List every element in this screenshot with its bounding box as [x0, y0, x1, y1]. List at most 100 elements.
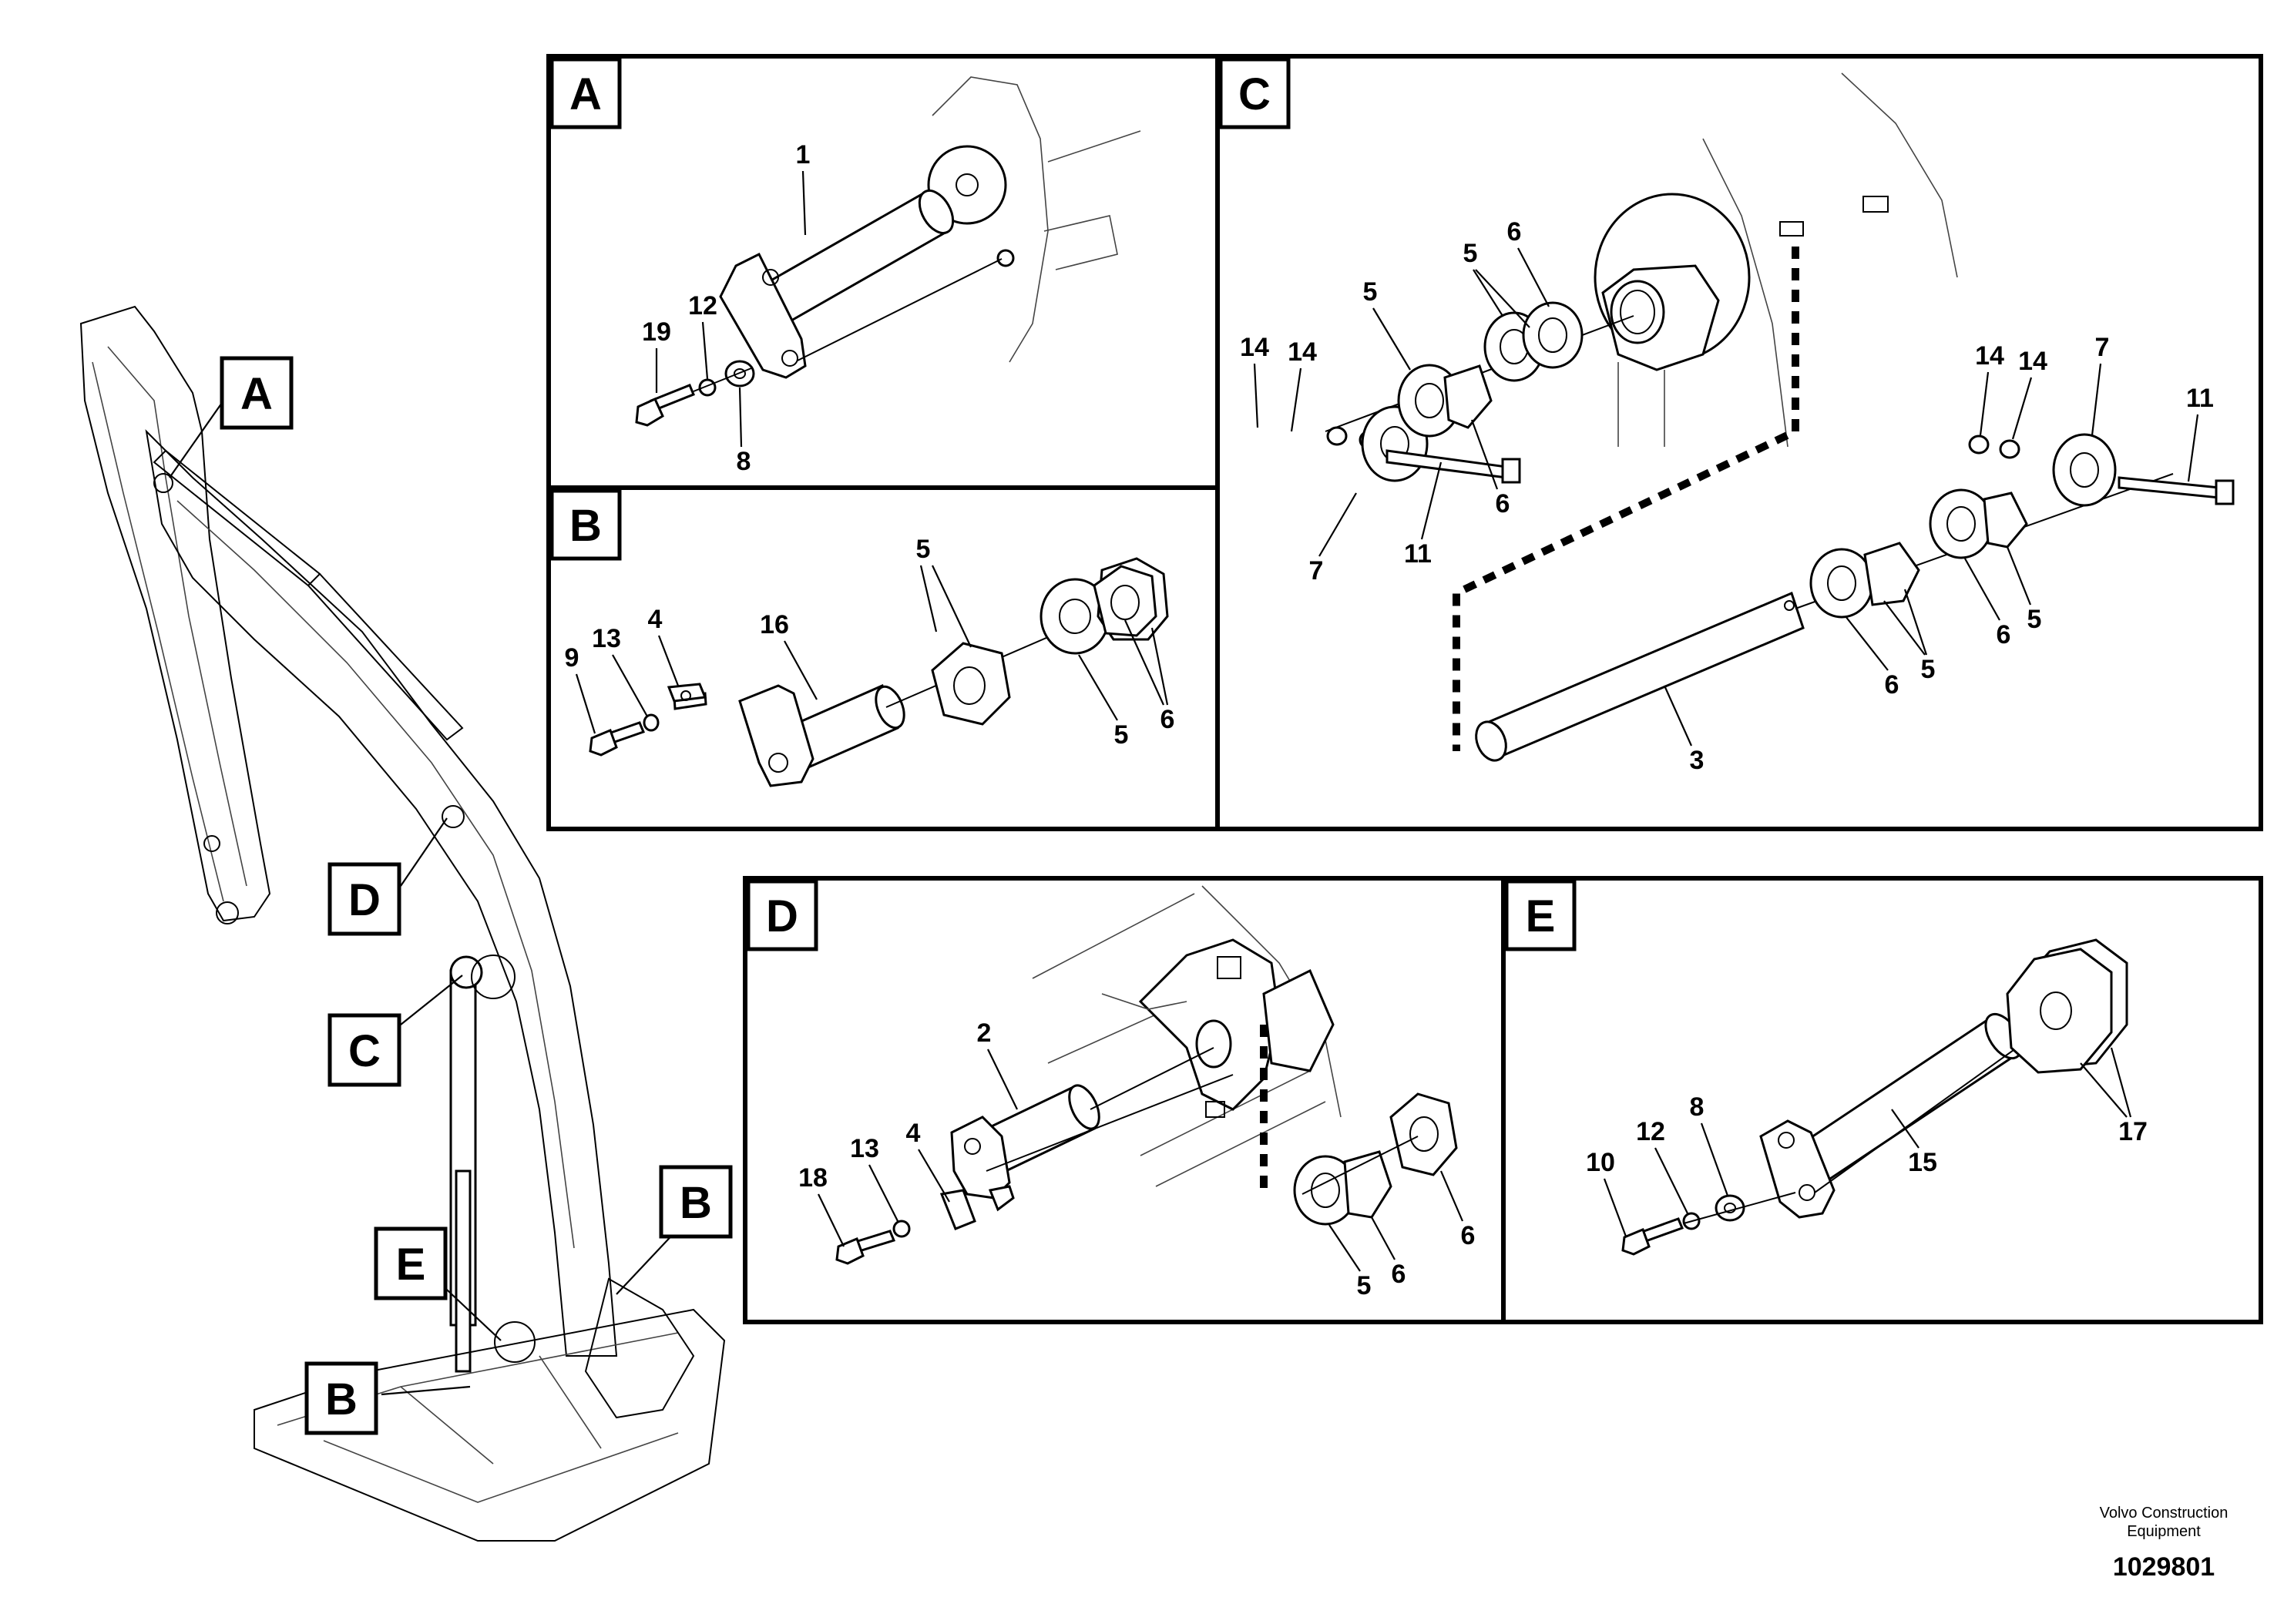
brand-line-2: Equipment	[2127, 1523, 2201, 1540]
C-leader-11b	[2187, 414, 2199, 482]
E-bolt-10-head	[1621, 1228, 1651, 1256]
boom-foot-bracket	[584, 1277, 695, 1419]
B-shim-5	[931, 642, 1011, 726]
overview-tag-B2[interactable]: B	[304, 1361, 378, 1435]
A-axis	[797, 258, 1003, 361]
panel-D-tag[interactable]: D	[746, 879, 818, 951]
panel-E-tag[interactable]: E	[1504, 879, 1577, 951]
panel-D: D 2 13 4	[743, 876, 1506, 1324]
arm-inner-line	[107, 346, 247, 887]
leader-B2	[381, 1385, 471, 1396]
overview-tag-D[interactable]: D	[327, 862, 401, 936]
E-pin-15-plate	[1759, 1119, 1836, 1219]
overview-tag-B2-text: B	[325, 1374, 358, 1424]
D-leader-6b	[1439, 1170, 1464, 1222]
E-axis-2	[1683, 1192, 1796, 1224]
D-pin-tab	[988, 1185, 1015, 1212]
B-label-4: 4	[648, 605, 663, 634]
B-pin-head-hole	[768, 753, 788, 773]
C-bolt-11b-head	[2215, 479, 2235, 505]
D-pin-2-end	[1068, 1084, 1100, 1130]
C-label-3: 3	[1690, 746, 1705, 775]
C-leader-5c-a	[1883, 600, 1926, 656]
B-leader-5	[1078, 654, 1118, 721]
D-bolt-18-head	[835, 1237, 865, 1265]
C-shim-6a	[1443, 364, 1493, 429]
panel-C: C	[1215, 54, 2263, 831]
B-label-6: 6	[1160, 705, 1175, 734]
leader-C	[400, 975, 463, 1025]
leader-A	[169, 400, 224, 478]
panel-A-tag[interactable]: A	[549, 57, 622, 129]
C-leader-3	[1663, 685, 1693, 747]
C-label-11b: 11	[2186, 384, 2214, 413]
C-label-14c: 14	[1975, 341, 2004, 371]
D-pin-head-hole	[964, 1138, 981, 1155]
panel-C-tag[interactable]: C	[1218, 57, 1291, 129]
D-washer-13	[892, 1220, 911, 1238]
A-bracket-detail	[1043, 130, 1141, 270]
C-label-5a: 5	[1363, 277, 1378, 307]
overview-tag-A[interactable]: A	[220, 356, 294, 430]
B-leader-5-top-a	[919, 565, 938, 632]
machine-overview: A D C E B B	[79, 305, 733, 1542]
D-flange	[1262, 968, 1335, 1072]
C-shim-5a-hole	[1415, 383, 1444, 418]
C-shim-6c	[1809, 548, 1874, 619]
D-leader-13	[868, 1164, 898, 1222]
overview-tag-B1[interactable]: B	[659, 1165, 733, 1239]
overview-tag-C[interactable]: C	[327, 1013, 401, 1087]
A-axis-2	[693, 367, 752, 392]
overview-tag-D-text: D	[348, 875, 381, 925]
C-leader-5a	[1372, 307, 1411, 371]
C-leader-6c	[1845, 616, 1889, 671]
C-eye-bore-inner	[1620, 290, 1655, 334]
A-plate-hole-top	[762, 269, 779, 286]
A-washer-8-hole	[734, 368, 746, 379]
D-leader-6a	[1371, 1216, 1396, 1260]
C-shim-6c-hole	[1827, 565, 1856, 601]
overview-tag-E[interactable]: E	[374, 1226, 448, 1300]
D-shim-6b	[1389, 1092, 1458, 1176]
D-shim-6b-hole	[1409, 1116, 1439, 1152]
D-boom-lines	[1032, 893, 1326, 1187]
C-leader-14a	[1253, 363, 1259, 428]
D-axis-3	[1302, 1136, 1419, 1195]
C-leader-7a	[1318, 492, 1357, 557]
B-pin-end	[875, 685, 905, 730]
B-leader-6-b	[1150, 627, 1169, 706]
D-leader-18	[818, 1193, 845, 1247]
C-leader-5b-a	[1473, 269, 1503, 317]
A-boss-hole	[956, 173, 979, 196]
A-label-1: 1	[796, 140, 811, 169]
D-leader-5	[1328, 1224, 1361, 1272]
B-plate-hole	[680, 690, 691, 701]
panel-A: A 1 19 12 8	[546, 54, 1220, 490]
E-leader-12	[1654, 1147, 1688, 1214]
E-shim-17	[2006, 948, 2113, 1074]
arm-inner-line-2	[92, 361, 224, 902]
B-bolt-9-head	[589, 729, 618, 757]
panel-B-tag[interactable]: B	[549, 488, 622, 561]
E-leader-8	[1700, 1122, 1729, 1196]
C-label-6b: 6	[1496, 489, 1510, 518]
B-leader-5-top-b	[932, 565, 972, 648]
C-shim-5c	[1863, 542, 1920, 606]
D-bracket-bore	[1195, 1019, 1232, 1069]
C-boom-tab	[1862, 196, 1889, 213]
arm-cylinder-rod	[307, 573, 464, 741]
C-label-7a: 7	[1309, 556, 1324, 586]
C-pin-3	[1482, 591, 1805, 761]
B-leader-9	[575, 673, 596, 734]
B-shim-6	[1093, 565, 1157, 637]
D-label-6a: 6	[1392, 1260, 1406, 1289]
E-label-8: 8	[1690, 1092, 1705, 1122]
E-washer-8	[1715, 1194, 1745, 1222]
D-label-2: 2	[977, 1018, 992, 1048]
D-small-plate	[1217, 956, 1241, 979]
C-spacer-7b	[2052, 433, 2117, 507]
C-pin-3-end	[1475, 720, 1507, 762]
A-plate-hole	[781, 350, 798, 367]
leader-B1	[616, 1228, 679, 1295]
